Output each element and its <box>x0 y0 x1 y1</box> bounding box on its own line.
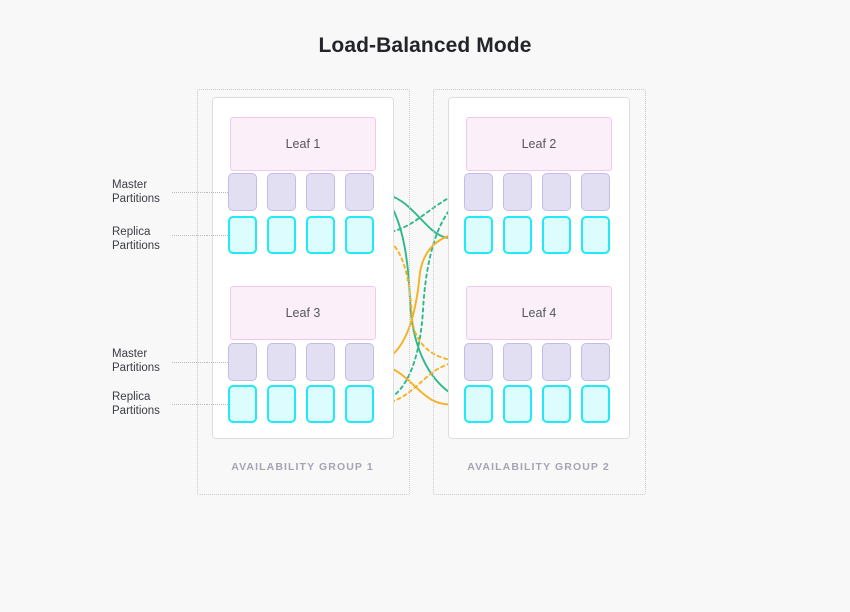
label-master-partitions-top-line1: Master <box>112 179 148 191</box>
leaf-node-2-label: Leaf 2 <box>521 137 557 151</box>
leader-line-master-top-outer <box>172 192 207 193</box>
label-replica-partitions-bottom-line1: Replica <box>112 391 151 403</box>
label-master-partitions-bottom-line2: Partitions <box>112 361 160 374</box>
leaf3-master-partition-1[interactable] <box>228 343 257 381</box>
leaf3-master-partition-2[interactable] <box>267 343 296 381</box>
leader-line-master-top <box>207 192 228 193</box>
leaf3-master-partition-4[interactable] <box>345 343 374 381</box>
label-replica-partitions-top-line2: Partitions <box>112 239 160 252</box>
leaf1-master-partition-2[interactable] <box>267 173 296 211</box>
leaf1-replica-partition-3[interactable] <box>306 216 335 254</box>
leaf1-replica-partition-1[interactable] <box>228 216 257 254</box>
leaf1-master-partition-3[interactable] <box>306 173 335 211</box>
leaf1-replica-partition-2[interactable] <box>267 216 296 254</box>
leaf2-replica-partition-4[interactable] <box>581 216 610 254</box>
leaf4-master-partition-2[interactable] <box>503 343 532 381</box>
label-replica-partitions-top: Replica Partitions <box>112 226 202 253</box>
leaf3-replica-partition-4[interactable] <box>345 385 374 423</box>
label-replica-partitions-top-line1: Replica <box>112 226 151 238</box>
leaf3-replica-partition-3[interactable] <box>306 385 335 423</box>
leaf-node-3-label: Leaf 3 <box>285 306 321 320</box>
leader-line-replica-top <box>207 235 228 236</box>
availability-group-2-label: AVAILABILITY GROUP 2 <box>467 461 610 473</box>
availability-group-2-boundary <box>433 89 646 495</box>
leaf1-replica-partition-4[interactable] <box>345 216 374 254</box>
leaf2-master-partition-1[interactable] <box>464 173 493 211</box>
leaf2-replica-partition-2[interactable] <box>503 216 532 254</box>
leaf3-replica-partition-1[interactable] <box>228 385 257 423</box>
leaf-node-3[interactable]: Leaf 3 <box>230 286 376 340</box>
leaf2-master-partition-2[interactable] <box>503 173 532 211</box>
leaf2-master-partition-3[interactable] <box>542 173 571 211</box>
leaf-node-4[interactable]: Leaf 4 <box>466 286 612 340</box>
leaf3-master-partition-3[interactable] <box>306 343 335 381</box>
label-replica-partitions-bottom: Replica Partitions <box>112 391 202 418</box>
leaf1-master-partition-1[interactable] <box>228 173 257 211</box>
label-master-partitions-bottom: Master Partitions <box>112 348 202 375</box>
leader-line-master-bottom-outer <box>172 362 207 363</box>
leaf3-replica-partition-2[interactable] <box>267 385 296 423</box>
leaf-node-1-label: Leaf 1 <box>285 137 321 151</box>
leaf4-replica-partition-4[interactable] <box>581 385 610 423</box>
leaf1-master-partition-4[interactable] <box>345 173 374 211</box>
leaf2-replica-partition-3[interactable] <box>542 216 571 254</box>
label-master-partitions-top-line2: Partitions <box>112 192 160 205</box>
availability-group-1-boundary <box>197 89 410 495</box>
leaf2-replica-partition-1[interactable] <box>464 216 493 254</box>
leaf4-replica-partition-1[interactable] <box>464 385 493 423</box>
leaf2-master-partition-4[interactable] <box>581 173 610 211</box>
leaf4-master-partition-4[interactable] <box>581 343 610 381</box>
label-master-partitions-bottom-line1: Master <box>112 348 148 360</box>
leaf-node-2[interactable]: Leaf 2 <box>466 117 612 171</box>
leader-line-replica-top-outer <box>172 235 207 236</box>
leaf-node-4-label: Leaf 4 <box>521 306 557 320</box>
availability-group-1-label: AVAILABILITY GROUP 1 <box>231 461 374 473</box>
leaf-node-1[interactable]: Leaf 1 <box>230 117 376 171</box>
leaf4-master-partition-1[interactable] <box>464 343 493 381</box>
label-replica-partitions-bottom-line2: Partitions <box>112 404 160 417</box>
leaf4-replica-partition-3[interactable] <box>542 385 571 423</box>
leaf4-master-partition-3[interactable] <box>542 343 571 381</box>
label-master-partitions-top: Master Partitions <box>112 179 202 206</box>
page-title: Load-Balanced Mode <box>318 34 532 57</box>
leader-line-replica-bottom-outer <box>172 404 207 405</box>
leaf4-replica-partition-2[interactable] <box>503 385 532 423</box>
leader-line-master-bottom <box>207 362 228 363</box>
leader-line-replica-bottom <box>207 404 228 405</box>
